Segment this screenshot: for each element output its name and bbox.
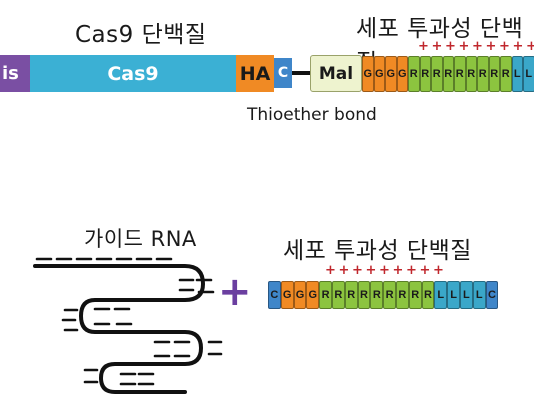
amino-acid-r: R — [357, 281, 371, 309]
amino-acid-l: L — [434, 281, 448, 309]
amino-acid-l: L — [523, 56, 534, 92]
maleimide-segment: Mal — [310, 55, 362, 92]
amino-acid-r: R — [408, 56, 420, 92]
amino-acid-l: L — [460, 281, 473, 309]
amino-acid-l: L — [511, 56, 523, 92]
amino-acid-r: R — [454, 56, 466, 92]
bottom-positive-charge-marks: +++++++++ — [325, 263, 447, 278]
amino-acid-l: L — [447, 281, 460, 309]
amino-acid-r: R — [477, 56, 489, 92]
amino-acid-c: C — [268, 281, 281, 309]
amino-acid-r: R — [383, 281, 396, 309]
guide-rna-label: 가이드 RNA — [84, 227, 197, 251]
amino-acid-l: L — [472, 281, 486, 309]
amino-acid-r: R — [488, 56, 500, 92]
amino-acid-r: R — [431, 56, 443, 92]
amino-acid-r: R — [442, 56, 454, 92]
guide-rna-structure — [33, 257, 223, 394]
amino-acid-r: R — [465, 56, 477, 92]
amino-acid-r: R — [421, 281, 435, 309]
cas9-protein-title: Cas9 단백질 — [75, 22, 207, 48]
amino-acid-g: G — [373, 56, 385, 92]
amino-acid-r: R — [500, 56, 512, 92]
amino-acid-r: R — [370, 281, 384, 309]
ha-tag-segment: HA — [236, 55, 274, 92]
amino-acid-g: G — [280, 281, 294, 309]
amino-acid-r: R — [408, 281, 422, 309]
amino-acid-r: R — [332, 281, 345, 309]
linker-line — [292, 71, 310, 75]
amino-acid-r: R — [396, 281, 409, 309]
amino-acid-r: R — [419, 56, 431, 92]
bottom-peptide-title: 세포 투과성 단백질 — [283, 238, 472, 264]
amino-acid-c: C — [485, 281, 499, 309]
positive-charge-marks: +++++++++ — [418, 39, 534, 54]
amino-acid-g: G — [385, 56, 397, 92]
amino-acid-r: R — [344, 281, 358, 309]
amino-acid-g: G — [293, 281, 307, 309]
cas9-segment: Cas9 — [30, 55, 236, 92]
plus-operator: + — [218, 269, 252, 315]
thioether-bond-label: Thioether bond — [247, 105, 377, 125]
his-tag-segment: is — [0, 55, 30, 92]
amino-acid-g: G — [306, 281, 320, 309]
amino-acid-g: G — [362, 56, 374, 92]
amino-acid-g: G — [396, 56, 408, 92]
amino-acid-r: R — [319, 281, 332, 309]
cysteine-segment: C — [274, 58, 292, 88]
